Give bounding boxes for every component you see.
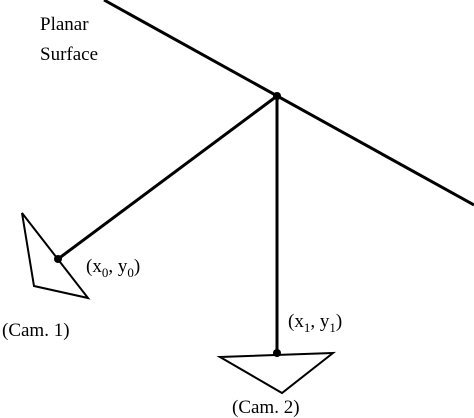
camera-2-caption: (Cam. 2): [232, 397, 300, 418]
camera-1-point: [54, 255, 62, 263]
camera-2-x-symbol: x: [294, 311, 304, 332]
camera-2-shape: [216, 351, 337, 395]
camera-1-caption: (Cam. 1): [2, 320, 70, 341]
camera-2-point: [273, 349, 281, 357]
camera-2-y-subscript: 1: [329, 320, 336, 335]
surface-label-line1: Planar: [40, 14, 89, 35]
camera-2-x-subscript: 1: [304, 320, 311, 335]
camera-2-y-symbol: y: [320, 311, 330, 332]
camera-1-x-symbol: x: [92, 256, 102, 277]
planar-surface-line: [103, 0, 474, 207]
camera-1-x-subscript: 0: [102, 265, 109, 280]
camera-1-point-label: (x0, y0): [86, 256, 140, 280]
surface-point: [273, 92, 281, 100]
surface-label-line2: Surface: [40, 44, 98, 65]
ray-to-camera-1: [57, 94, 278, 261]
camera-1-y-subscript: 0: [127, 265, 134, 280]
camera-2-point-label: (x1, y1): [288, 311, 342, 335]
camera-1-shape: [21, 212, 91, 300]
camera-1-y-symbol: y: [118, 256, 128, 277]
